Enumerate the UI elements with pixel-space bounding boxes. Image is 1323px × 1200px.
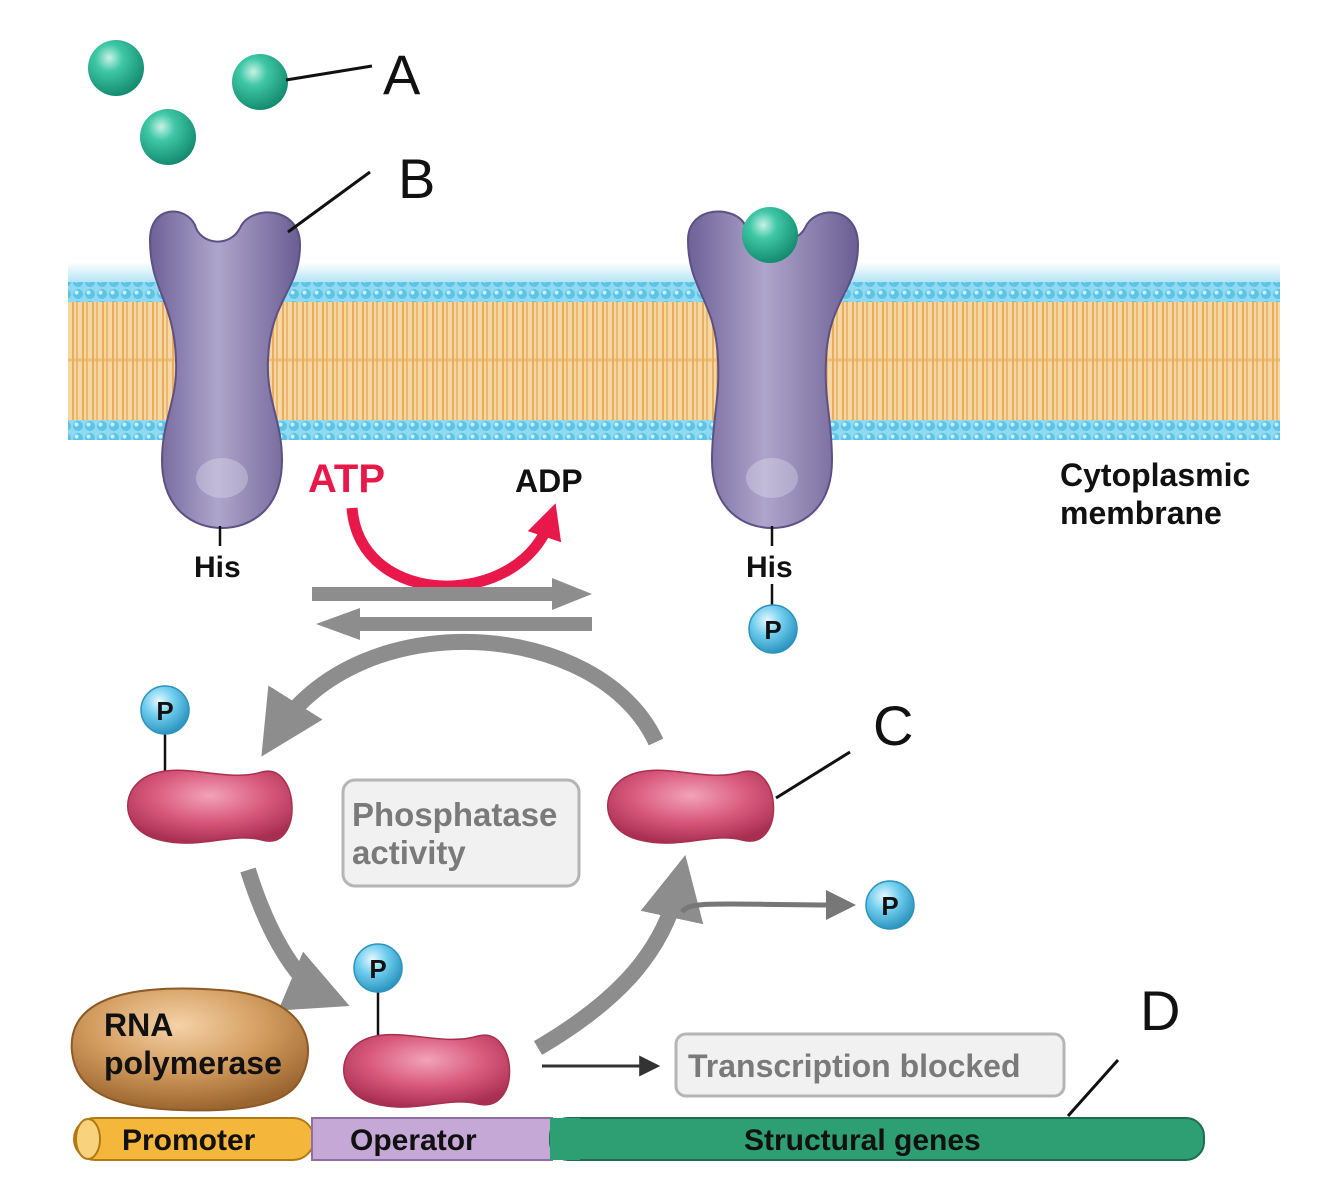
dna-strand: Promoter Operator Structural genes bbox=[73, 1117, 1205, 1161]
bound-signal-molecule bbox=[742, 207, 798, 263]
phosphatase-box bbox=[341, 778, 581, 888]
membrane-label-line1: Cytoplasmic bbox=[1060, 457, 1250, 493]
label-a: A bbox=[383, 43, 421, 106]
label-d-leader bbox=[1066, 1059, 1120, 1117]
signal-molecule bbox=[232, 54, 288, 110]
structural-genes-label: Structural genes bbox=[744, 1124, 981, 1157]
signal-molecules bbox=[88, 40, 288, 165]
signal-molecule bbox=[140, 109, 196, 165]
label-c: C bbox=[873, 694, 913, 757]
phosphotransfer-arrow bbox=[261, 633, 664, 757]
transcription-blocked-label: Transcription blocked bbox=[688, 1048, 1021, 1084]
phosphate-release-arrow bbox=[679, 889, 856, 920]
operator-label: Operator bbox=[350, 1124, 477, 1157]
svg-text:P: P bbox=[369, 954, 386, 984]
label-a-leader bbox=[285, 64, 373, 82]
binding-arrow bbox=[240, 867, 350, 1011]
transcription-blocked-box bbox=[674, 1032, 1066, 1098]
response-regulator-phosphorylated bbox=[127, 769, 293, 844]
atp-label: ATP bbox=[308, 457, 385, 501]
svg-text:P: P bbox=[881, 891, 898, 921]
label-b-leader bbox=[287, 170, 371, 234]
sensor-kinase-left bbox=[148, 210, 302, 530]
phosphate-rr-operator: P bbox=[353, 943, 403, 993]
rna-polymerase bbox=[70, 987, 309, 1112]
promoter-label: Promoter bbox=[122, 1124, 256, 1157]
label-d: D bbox=[1140, 979, 1180, 1042]
rna-polymerase-line2: polymerase bbox=[104, 1045, 282, 1081]
response-regulator-unphosphorylated bbox=[607, 769, 775, 844]
signal-molecule bbox=[88, 40, 144, 96]
equilibrium-arrows bbox=[312, 578, 592, 640]
atp-to-adp-arrow bbox=[346, 503, 562, 592]
his-left-label: His bbox=[194, 551, 241, 584]
svg-text:P: P bbox=[156, 696, 173, 726]
his-right-label: His bbox=[746, 551, 793, 584]
label-c-leader bbox=[775, 750, 851, 800]
phosphatase-line2: activity bbox=[352, 834, 466, 871]
operator-segment bbox=[311, 1117, 553, 1161]
dephosphorylation-arrow bbox=[533, 854, 704, 1055]
adp-label: ADP bbox=[515, 463, 583, 499]
phosphate-rr-left: P bbox=[140, 685, 190, 735]
membrane-label-line2: membrane bbox=[1060, 495, 1222, 531]
phosphate-released: P bbox=[865, 880, 915, 930]
response-regulator-bound-operator bbox=[343, 1033, 511, 1108]
svg-text:P: P bbox=[764, 615, 781, 645]
phosphate-his: P bbox=[748, 604, 798, 654]
phosphatase-line1: Phosphatase bbox=[352, 796, 557, 833]
rna-polymerase-line1: RNA bbox=[104, 1007, 173, 1043]
label-b: B bbox=[398, 147, 435, 210]
